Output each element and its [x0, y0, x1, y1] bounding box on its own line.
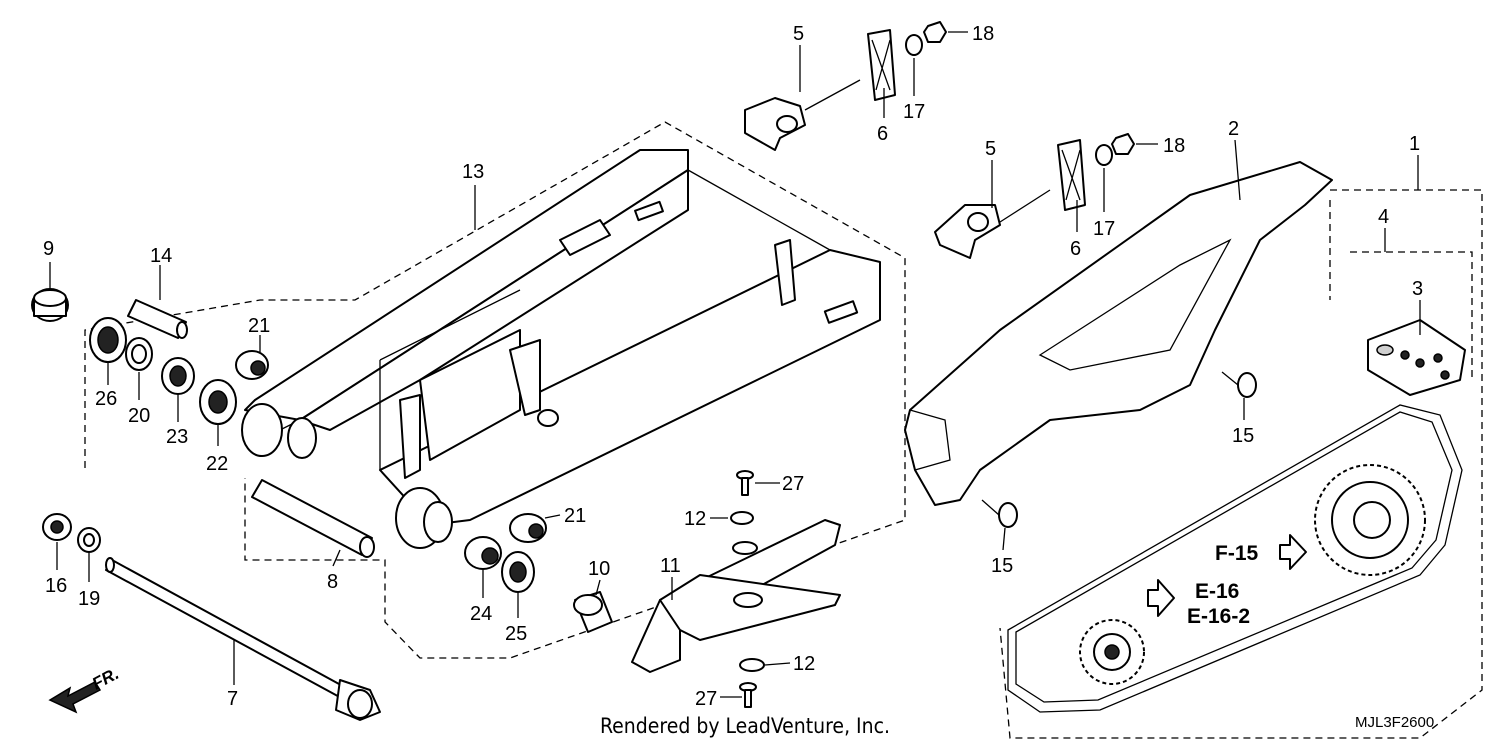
callout-5-upper: 5 [793, 23, 804, 45]
chain-slider [631, 519, 841, 673]
nut-18-lower [1111, 133, 1135, 155]
callout-21-lower: 21 [564, 505, 586, 527]
nut-17-lower [1095, 144, 1113, 166]
nut-17-upper [905, 34, 923, 56]
callout-6-upper: 6 [877, 123, 888, 145]
collar-spacer [127, 299, 188, 339]
chain-subgroup-outline [1350, 251, 1473, 380]
callout-21-upper: 21 [248, 315, 270, 337]
callout-18-lower: 18 [1163, 135, 1185, 157]
nut-16 [42, 513, 72, 541]
callout-23: 23 [166, 426, 188, 448]
leader-lines [49, 31, 1421, 698]
ref-arrow-e16 [1147, 579, 1175, 617]
callout-5-lower: 5 [985, 138, 996, 160]
callout-11: 11 [660, 555, 681, 577]
callout-17-upper: 17 [903, 101, 925, 123]
callout-19: 19 [78, 588, 100, 610]
swingarm-group-outline [84, 121, 906, 659]
pivot-bolt [105, 557, 381, 721]
callout-2: 2 [1228, 118, 1239, 140]
callout-6-lower: 6 [1070, 238, 1081, 260]
ref-arrow-f15 [1279, 534, 1307, 570]
oil-seal-26 [89, 317, 127, 363]
callout-25: 25 [505, 623, 527, 645]
bearing-24 [464, 536, 502, 570]
callout-13: 13 [462, 161, 484, 183]
bushing-9 [31, 288, 69, 322]
callout-15-lower: 15 [991, 555, 1013, 577]
callout-26: 26 [95, 388, 117, 410]
bushing-21-lower [509, 513, 547, 543]
needle-bearing-23 [161, 357, 195, 395]
callout-9: 9 [43, 238, 54, 260]
callout-18-upper: 18 [972, 23, 994, 45]
callout-16: 16 [45, 575, 67, 597]
callout-20: 20 [128, 405, 150, 427]
callout-15-upper: 15 [1232, 425, 1254, 447]
drive-chain [1007, 404, 1463, 713]
screw-15-lower [981, 499, 1018, 528]
callout-10: 10 [588, 558, 610, 580]
washer-19 [77, 527, 101, 553]
washer-12-upper [730, 511, 754, 525]
callout-4: 4 [1378, 206, 1389, 228]
ref-e16-2[interactable]: E-16-2 [1187, 605, 1250, 628]
callout-17-lower: 17 [1093, 218, 1115, 240]
ref-f15[interactable]: F-15 [1215, 542, 1259, 565]
nut-18-upper [923, 21, 947, 43]
callout-27-lower: 27 [695, 688, 717, 710]
ref-e16[interactable]: E-16 [1195, 580, 1239, 603]
diagram-code: MJL3F2600 [1355, 714, 1434, 731]
callout-3: 3 [1412, 278, 1423, 300]
bushing-21-upper [235, 350, 269, 380]
pivot-pipe [251, 479, 375, 558]
collar-10 [573, 591, 613, 633]
callout-27-upper: 27 [782, 473, 804, 495]
adjuster-plate-upper [867, 29, 896, 101]
callout-22: 22 [206, 453, 228, 475]
drive-sprocket [1079, 619, 1145, 685]
front-arrow-icon [48, 681, 102, 714]
driven-sprocket [1314, 464, 1426, 576]
snap-ring-20 [125, 337, 153, 371]
swingarm [241, 149, 881, 549]
chain-adjuster-lower [934, 189, 1051, 259]
callout-1: 1 [1409, 133, 1420, 155]
chain-adjuster-upper [744, 79, 861, 151]
screw-27-upper [736, 470, 754, 496]
chain-guard [904, 161, 1333, 506]
callout-12-upper: 12 [684, 508, 706, 530]
washer-12-lower [739, 658, 765, 672]
screw-27-lower [739, 682, 757, 708]
screw-15-upper [1221, 371, 1257, 398]
ball-bearing-22 [199, 379, 237, 425]
callout-12-lower: 12 [793, 653, 815, 675]
master-link-kit [1367, 319, 1466, 396]
callout-14: 14 [150, 245, 172, 267]
adjuster-plate-lower [1057, 139, 1086, 211]
callout-24: 24 [470, 603, 492, 625]
callout-8: 8 [327, 571, 338, 593]
render-credit: Rendered by LeadVenture, Inc. [600, 714, 890, 738]
callout-7: 7 [227, 688, 238, 710]
chain-group-outline [999, 189, 1483, 739]
oil-seal-25 [501, 551, 535, 593]
